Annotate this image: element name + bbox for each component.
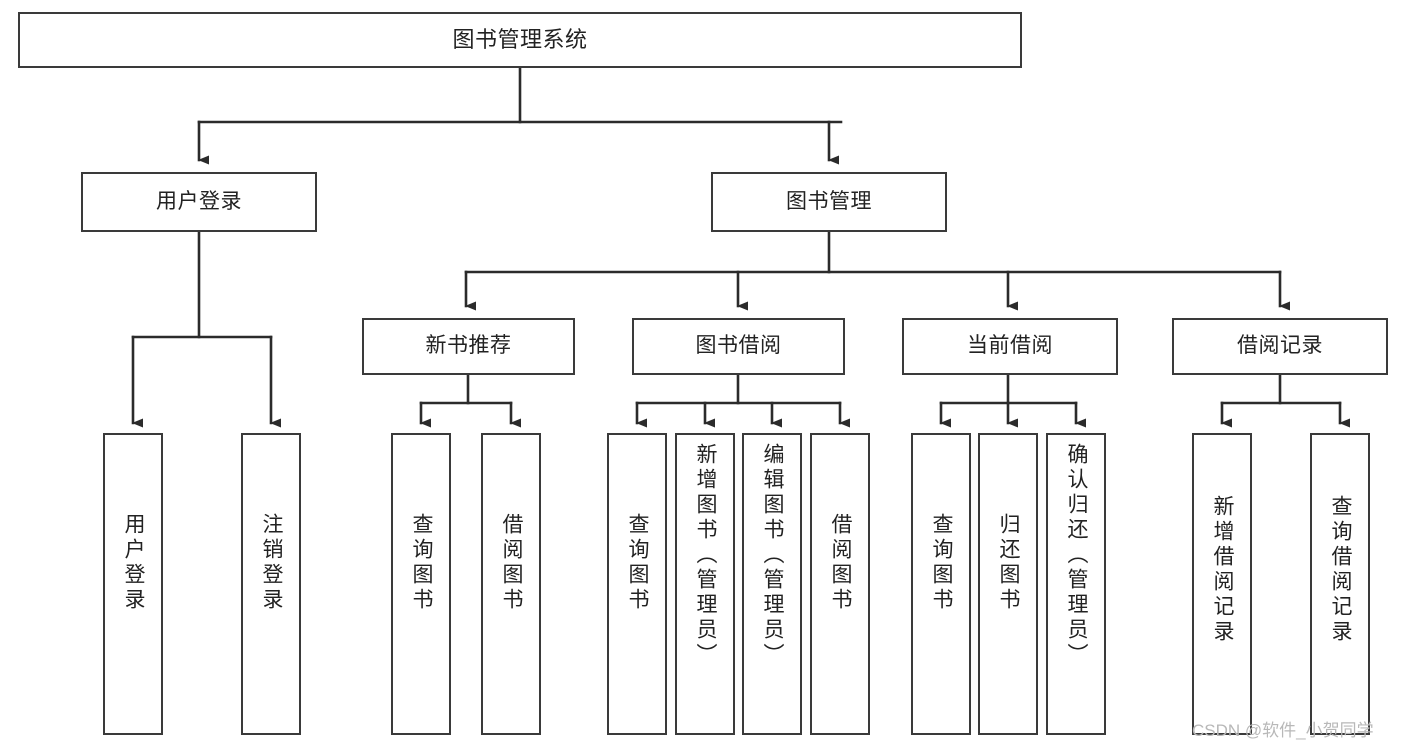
node-label: 查询借阅记录 bbox=[1329, 495, 1353, 645]
leaf-record-add[interactable]: 新增借阅记录 bbox=[1192, 433, 1252, 735]
leaf-book-borrow-borrow[interactable]: 借阅图书 bbox=[810, 433, 870, 735]
leaf-book-borrow-query[interactable]: 查询图书 bbox=[607, 433, 667, 735]
node-label: 图书管理系统 bbox=[452, 27, 588, 53]
node-book-borrow[interactable]: 图书借阅 bbox=[632, 318, 845, 375]
node-book-management[interactable]: 图书管理 bbox=[711, 172, 947, 232]
leaf-new-book-query[interactable]: 查询图书 bbox=[391, 433, 451, 735]
node-label: 借阅记录 bbox=[1237, 334, 1323, 358]
node-label: 注销登录 bbox=[260, 513, 284, 613]
leaf-current-borrow-query[interactable]: 查询图书 bbox=[911, 433, 971, 735]
leaf-new-book-borrow[interactable]: 借阅图书 bbox=[481, 433, 541, 735]
node-label: 图书借阅 bbox=[695, 334, 782, 358]
csdn-watermark: CSDN @软件_小贺同学 bbox=[1192, 721, 1374, 740]
node-label: 确认归还（管理员） bbox=[1065, 443, 1089, 668]
node-label: 查询图书 bbox=[930, 513, 954, 613]
leaf-current-borrow-return[interactable]: 归还图书 bbox=[978, 433, 1038, 735]
leaf-book-borrow-add-admin[interactable]: 新增图书（管理员） bbox=[675, 433, 735, 735]
node-label: 借阅图书 bbox=[829, 513, 853, 613]
node-label: 借阅图书 bbox=[500, 513, 524, 613]
node-label: 用户登录 bbox=[156, 189, 242, 213]
node-label: 归还图书 bbox=[997, 513, 1021, 613]
leaf-user-login-signin[interactable]: 用户登录 bbox=[103, 433, 163, 735]
node-root-system[interactable]: 图书管理系统 bbox=[18, 12, 1022, 68]
node-label: 查询图书 bbox=[626, 513, 650, 613]
node-label: 新书推荐 bbox=[425, 334, 512, 358]
node-label: 当前借阅 bbox=[967, 334, 1053, 358]
node-label: 用户登录 bbox=[122, 513, 146, 613]
leaf-book-borrow-edit-admin[interactable]: 编辑图书（管理员） bbox=[742, 433, 802, 735]
node-label: 图书管理 bbox=[786, 189, 872, 213]
node-user-login[interactable]: 用户登录 bbox=[81, 172, 317, 232]
node-borrow-record[interactable]: 借阅记录 bbox=[1172, 318, 1388, 375]
node-label: 新增借阅记录 bbox=[1211, 495, 1235, 645]
node-label: 新增图书（管理员） bbox=[694, 443, 718, 668]
leaf-current-borrow-confirm-admin[interactable]: 确认归还（管理员） bbox=[1046, 433, 1106, 735]
leaf-user-login-signout[interactable]: 注销登录 bbox=[241, 433, 301, 735]
node-new-book-recommend[interactable]: 新书推荐 bbox=[362, 318, 575, 375]
node-label: 编辑图书（管理员） bbox=[761, 443, 785, 668]
leaf-record-query[interactable]: 查询借阅记录 bbox=[1310, 433, 1370, 735]
node-label: 查询图书 bbox=[410, 513, 434, 613]
node-current-borrow[interactable]: 当前借阅 bbox=[902, 318, 1118, 375]
